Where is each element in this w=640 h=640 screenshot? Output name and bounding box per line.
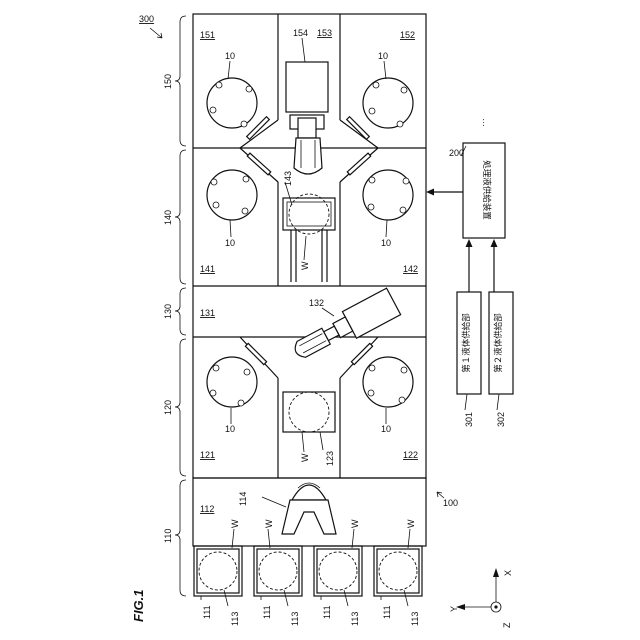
arrow-302 xyxy=(491,239,498,247)
axis-y-label: Y xyxy=(449,606,459,612)
svg-text:111: 111 xyxy=(202,605,212,619)
ellipsis: … xyxy=(476,118,486,127)
cassette-2 xyxy=(254,546,302,596)
svg-text:111: 111 xyxy=(382,605,392,619)
svg-text:302: 302 xyxy=(496,412,506,427)
svg-text:113: 113 xyxy=(290,612,300,626)
processing-cup-121 xyxy=(207,357,257,407)
label-151: 151 xyxy=(200,30,215,40)
svg-text:113: 113 xyxy=(350,612,360,626)
label-143: 143 xyxy=(283,171,293,186)
transfer-arm-154 xyxy=(294,138,322,174)
svg-text:301: 301 xyxy=(464,412,474,427)
svg-text:130: 130 xyxy=(163,304,173,319)
holder-123 xyxy=(283,392,335,432)
svg-text:W: W xyxy=(350,519,360,528)
label-112: 112 xyxy=(200,504,214,514)
svg-text:W: W xyxy=(300,261,310,270)
svg-text:第１液体供給部: 第１液体供給部 xyxy=(461,313,472,373)
axis-z-label: Z xyxy=(502,622,512,628)
unit-130: 131 132 xyxy=(200,288,401,366)
svg-text:W: W xyxy=(230,519,240,528)
label-121: 121 xyxy=(200,450,215,460)
side-brackets: 150 140 130 120 110 xyxy=(163,16,186,596)
system-label-arrow xyxy=(150,28,162,38)
unit-150: 10 151 10 152 153 154 xyxy=(200,14,415,174)
svg-text:111: 111 xyxy=(322,605,332,619)
svg-text:第２液体供給部: 第２液体供給部 xyxy=(493,313,504,373)
label-154: 154 xyxy=(293,28,308,38)
svg-text:150: 150 xyxy=(163,74,173,89)
cassette-3 xyxy=(314,546,362,596)
svg-text:140: 140 xyxy=(163,210,173,225)
wafer-w-120 xyxy=(289,392,329,432)
supply-device-label: 処理液供給装置 xyxy=(481,160,492,220)
supply-system: … 200 処理液供給装置 第１液体供給部 301 第２液体供給部 302 xyxy=(426,118,513,427)
svg-text:10: 10 xyxy=(225,238,235,248)
label-123: 123 xyxy=(325,451,335,466)
label-100: 100 xyxy=(443,498,458,508)
svg-text:10: 10 xyxy=(381,238,391,248)
label-131: 131 xyxy=(200,308,215,318)
processing-cup-122 xyxy=(363,357,413,407)
unit-120: 10 121 10 122 W 123 xyxy=(200,337,418,478)
wafer-w-140 xyxy=(289,194,329,234)
label-122: 122 xyxy=(403,450,418,460)
holder-143 xyxy=(283,198,335,230)
transfer-robot-154-body xyxy=(286,62,328,112)
unit-110: 112 114 W W W W xyxy=(193,478,426,626)
cassette-4 xyxy=(374,546,422,596)
svg-text:110: 110 xyxy=(163,529,173,543)
label-132: 132 xyxy=(309,298,324,308)
transfer-arm-114 xyxy=(292,485,326,500)
cassette-1 xyxy=(194,546,242,596)
processing-cup-151 xyxy=(207,78,257,128)
processing-cup-152 xyxy=(363,78,413,128)
system-label: 300 xyxy=(139,14,154,24)
svg-text:10: 10 xyxy=(378,51,388,61)
svg-text:10: 10 xyxy=(225,424,235,434)
svg-text:10: 10 xyxy=(381,424,391,434)
svg-text:113: 113 xyxy=(410,612,420,626)
arrow-301 xyxy=(466,239,473,247)
svg-text:W: W xyxy=(300,453,310,462)
svg-text:W: W xyxy=(406,519,416,528)
svg-text:113: 113 xyxy=(230,612,240,626)
label-200: 200 xyxy=(449,148,464,158)
label-142: 142 xyxy=(403,264,418,274)
supply-arrow xyxy=(426,189,434,196)
label-114: 114 xyxy=(238,492,248,506)
svg-text:120: 120 xyxy=(163,400,173,415)
label-152: 152 xyxy=(400,30,415,40)
label-141: 141 xyxy=(200,264,215,274)
axis-x-label: X xyxy=(503,570,513,576)
transfer-robot-132 xyxy=(289,288,400,366)
coordinate-axes: X Y Z xyxy=(449,568,513,628)
svg-text:111: 111 xyxy=(262,605,272,619)
label-153: 153 xyxy=(317,28,332,38)
figure-title: FIG.1 xyxy=(131,589,146,622)
svg-text:W: W xyxy=(264,519,274,528)
svg-text:10: 10 xyxy=(225,51,235,61)
processing-cup-141 xyxy=(207,170,257,220)
